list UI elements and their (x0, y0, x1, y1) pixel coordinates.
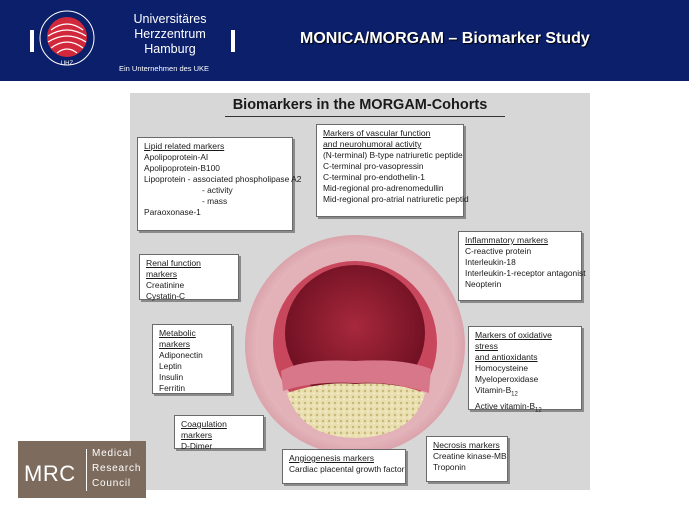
active-vitamin-b-subscript: 12 (535, 407, 542, 414)
vitamin-b-subscript: 12 (511, 391, 518, 398)
title-underline (225, 116, 505, 117)
inflammatory-item: Interleukin-1-receptor antagonist (465, 268, 586, 278)
necrosis-item: Creatine kinase-MB (433, 451, 507, 461)
metabolic-item: Leptin (159, 361, 182, 371)
mrc-line: Medical (92, 448, 133, 459)
logo-subtitle: Ein Unternehmen des UKE (119, 64, 210, 73)
active-vitamin-b-label: Active vitamin-B (475, 400, 536, 411)
mrc-line: Council (92, 478, 131, 489)
vascular-heading-1: Markers of vascular function (323, 128, 431, 138)
logo-bar-right (231, 30, 235, 52)
inflammatory-markers-box: Inflammatory markers C-reactive protein … (458, 231, 586, 301)
lipid-subitem: - activity (202, 185, 233, 195)
metabolic-item: Ferritin (159, 383, 186, 393)
renal-markers-box: Renal function markers Creatinine Cystat… (139, 254, 239, 301)
vascular-markers-box: Markers of vascular function and neurohu… (316, 124, 469, 217)
seal-bottom-text: UHZ (61, 61, 74, 67)
metabolic-heading: Metabolic markers (159, 328, 196, 349)
vascular-item: Mid-regional pro-atrial natriuretic pept… (323, 194, 469, 204)
angiogenesis-markers-box: Angiogenesis markers Cardiac placental g… (282, 449, 406, 484)
inflammatory-item: C-reactive protein (465, 246, 532, 256)
logo-line2: Hamburg (144, 42, 196, 56)
coagulation-item: D-Dimer (181, 441, 213, 451)
figure-title: Biomarkers in the MORGAM-Cohorts (232, 97, 488, 113)
lipid-subitem: - mass (202, 196, 228, 206)
logo-wordmark: Universitäres Herzzentrum Hamburg (108, 12, 232, 57)
lipid-item: Paraoxonase-1 (144, 207, 201, 217)
mrc-line: Research (92, 463, 142, 474)
slide-title: MONICA/MORGAM – Biomarker Study (300, 30, 590, 47)
vascular-heading-2: and neurohumoral activity (323, 139, 422, 149)
inflammatory-item: Neopterin (465, 279, 502, 289)
metabolic-item: Insulin (159, 372, 184, 382)
oxidative-heading-2: and antioxidants (475, 352, 538, 362)
necrosis-item: Troponin (433, 462, 466, 472)
renal-item: Creatinine (146, 280, 185, 290)
oxidative-markers-box: Markers of oxidative stress and antioxid… (468, 326, 582, 413)
vitamin-b-label: Vitamin-B (475, 385, 512, 395)
artery-cross-section-image (245, 235, 465, 455)
renal-item: Cystatin-C (146, 291, 186, 301)
vascular-item: Mid-regional pro-adrenomedullin (323, 183, 444, 193)
uhz-seal-icon: UHZ (39, 10, 95, 67)
inflammatory-item: Interleukin-18 (465, 257, 516, 267)
lipid-item: Lipoprotein - associated phospholipase A… (144, 174, 302, 184)
necrosis-heading: Necrosis markers (433, 440, 500, 450)
necrosis-markers-box: Necrosis markers Creatine kinase-MB Trop… (426, 436, 508, 482)
angiogenesis-item: Cardiac placental growth factor (289, 464, 405, 474)
vascular-item: C-terminal pro-vasopressin (323, 161, 424, 171)
vascular-item: (N-terminal) B-type natriuretic peptide (323, 150, 463, 160)
oxidative-heading-1: Markers of oxidative stress (475, 330, 552, 351)
mrc-divider (86, 449, 87, 491)
lipid-item: Apolipoprotein-B100 (144, 163, 220, 173)
metabolic-item: Adiponectin (159, 350, 203, 360)
logo-line1: Universitäres Herzzentrum (133, 12, 207, 41)
renal-heading: Renal function markers (146, 258, 201, 279)
slide-header: UHZ Universitäres Herzzentrum Hamburg Ei… (0, 0, 689, 81)
vascular-item: C-terminal pro-endothelin-1 (323, 172, 425, 182)
coagulation-heading: Coagulation markers (181, 419, 227, 440)
angiogenesis-heading: Angiogenesis markers (289, 453, 375, 463)
inflammatory-heading: Inflammatory markers (465, 235, 549, 245)
coagulation-markers-box: Coagulation markers D-Dimer (174, 415, 264, 451)
metabolic-markers-box: Metabolic markers Adiponectin Leptin Ins… (152, 324, 232, 394)
logo-bar-left (30, 30, 34, 52)
oxidative-item: Myeloperoxidase (475, 374, 539, 384)
lipid-markers-box: Lipid related markers Apolipoprotein-AI … (137, 137, 302, 231)
biomarker-figure: Biomarkers in the MORGAM-Cohorts Lipi (130, 93, 590, 490)
mrc-logo: MRC Medical Research Council (18, 441, 146, 498)
mrc-abbr: MRC (24, 461, 76, 486)
lipid-item: Apolipoprotein-AI (144, 152, 209, 162)
lipid-heading: Lipid related markers (144, 141, 225, 151)
oxidative-item-vitamin-b12: Vitamin-B12 (475, 385, 576, 401)
mrc-fullname: Medical Research Council (92, 446, 141, 491)
oxidative-item: Homocysteine (475, 363, 529, 373)
oxidative-item-active-b12: Active vitamin-B12 (475, 401, 576, 417)
